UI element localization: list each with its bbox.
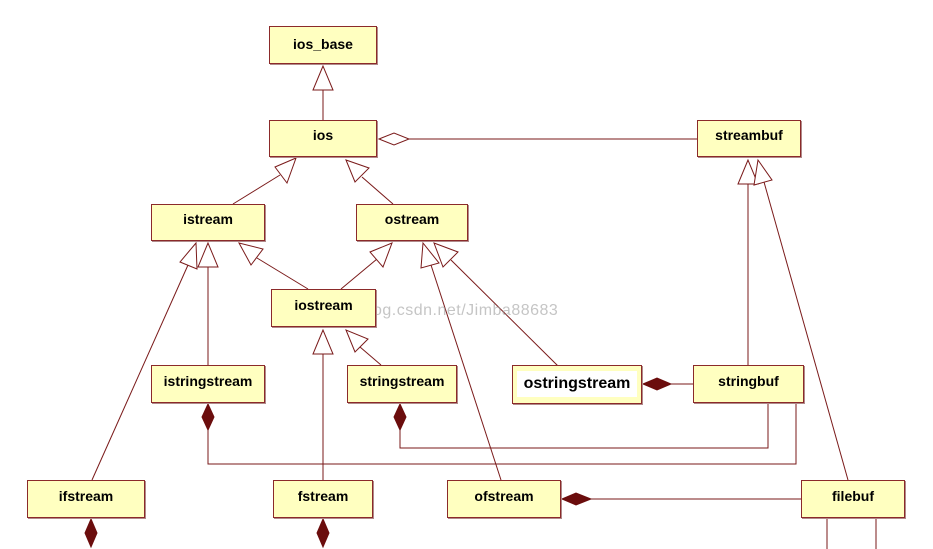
- class-label: filebuf: [832, 488, 874, 504]
- inherit-arrow-ostream-right: [433, 242, 459, 268]
- composition-diamond-stringstream: [393, 402, 407, 432]
- inherit-arrow-ostream-left: [369, 242, 393, 268]
- edge-iostream-to-ostream: [340, 258, 378, 290]
- class-label: stringbuf: [718, 373, 779, 389]
- inherit-arrow-ios-right: [345, 159, 370, 183]
- class-stringstream: stringstream: [347, 365, 457, 403]
- class-streambuf: streambuf: [697, 120, 801, 157]
- inherit-arrow-ostream-mid: [420, 241, 440, 269]
- class-istringstream: istringstream: [151, 365, 265, 403]
- inherit-arrow-istream-left: [179, 241, 198, 270]
- inherit-arrow-iostream-mid: [312, 328, 334, 355]
- edge-stringstream-stringbuf: [399, 403, 769, 449]
- aggregation-diamond-ios: [377, 132, 411, 146]
- inherit-arrow-iostream-right: [345, 329, 369, 353]
- composition-diamond-ifstream: [84, 517, 98, 549]
- inherit-arrow-streambuf-right: [753, 158, 773, 186]
- class-filebuf: filebuf: [801, 480, 905, 518]
- class-ostringstream: ostringstream: [512, 365, 642, 404]
- inherit-arrow-ios_base: [312, 64, 334, 91]
- class-ios_base: ios_base: [269, 26, 377, 64]
- class-label: iostream: [294, 297, 353, 313]
- class-label: istringstream: [163, 373, 253, 389]
- inherit-arrow-istream-right: [238, 242, 264, 266]
- edge-istringstream-stringbuf: [207, 403, 797, 465]
- class-label: ofstream: [474, 488, 534, 504]
- class-ofstream: ofstream: [447, 480, 561, 518]
- class-istream: istream: [151, 204, 265, 241]
- class-label: ios_base: [293, 36, 353, 52]
- class-ifstream: ifstream: [27, 480, 145, 518]
- class-fstream: fstream: [273, 480, 373, 518]
- edge-ofstream-to-ostream: [430, 264, 502, 481]
- edge-istream-to-ios: [232, 174, 281, 205]
- edge-stringstream-to-iostream: [359, 346, 382, 366]
- class-label: fstream: [297, 488, 349, 504]
- class-label: stringstream: [359, 373, 445, 389]
- inherit-arrow-istream-mid: [197, 241, 219, 268]
- class-label: ostringstream: [517, 371, 637, 397]
- class-stringbuf: stringbuf: [693, 365, 804, 403]
- composition-diamond-fstream: [316, 517, 330, 549]
- composition-diamond-ofstream: [560, 492, 593, 506]
- watermark-text: http://blog.csdn.net/Jimba88683: [316, 302, 559, 319]
- class-iostream: iostream: [271, 289, 376, 327]
- edge-ostream-to-ios: [361, 176, 394, 205]
- class-label: ios: [312, 127, 334, 143]
- class-label: streambuf: [715, 127, 783, 143]
- class-ostream: ostream: [356, 204, 468, 241]
- class-label: ostream: [384, 211, 440, 227]
- edge-ostringstream-to-ostream: [450, 259, 559, 367]
- class-label: ifstream: [58, 488, 114, 504]
- composition-diamond-istringstream: [201, 402, 215, 432]
- edge-ifstream-to-istream: [91, 264, 189, 481]
- edge-iostream-to-istream: [256, 257, 309, 290]
- inherit-arrow-ios-left: [274, 157, 297, 185]
- class-ios: ios: [269, 120, 377, 157]
- inherit-arrow-streambuf-left: [737, 158, 759, 185]
- edge-filebuf-to-streambuf: [763, 181, 849, 481]
- composition-diamond-ostringstream: [641, 377, 673, 391]
- class-label: istream: [183, 211, 233, 227]
